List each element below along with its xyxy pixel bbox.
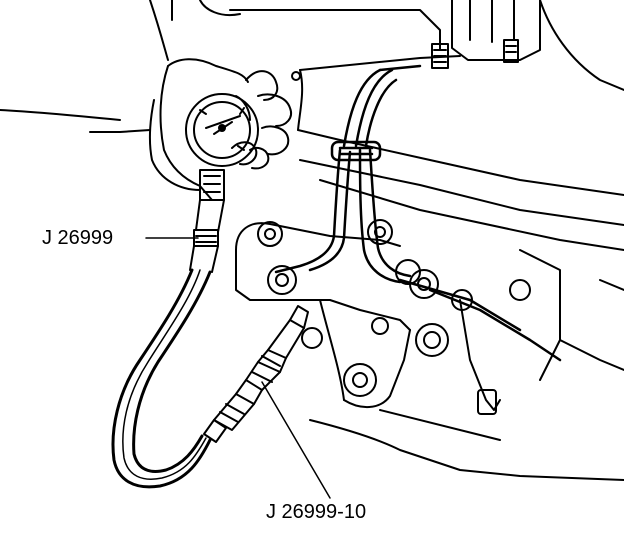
fuel-lines (274, 64, 562, 362)
hand (0, 58, 292, 201)
pressure-gauge (185, 93, 259, 201)
callout-gauge-tool: J 26999 (42, 227, 114, 249)
engine-block (149, 0, 624, 481)
hose-assembly (111, 199, 309, 489)
callout-leaders (145, 237, 331, 499)
callout-adapter-tool: J 26999-10 (266, 501, 367, 523)
leader-adapter-tool (261, 381, 331, 499)
